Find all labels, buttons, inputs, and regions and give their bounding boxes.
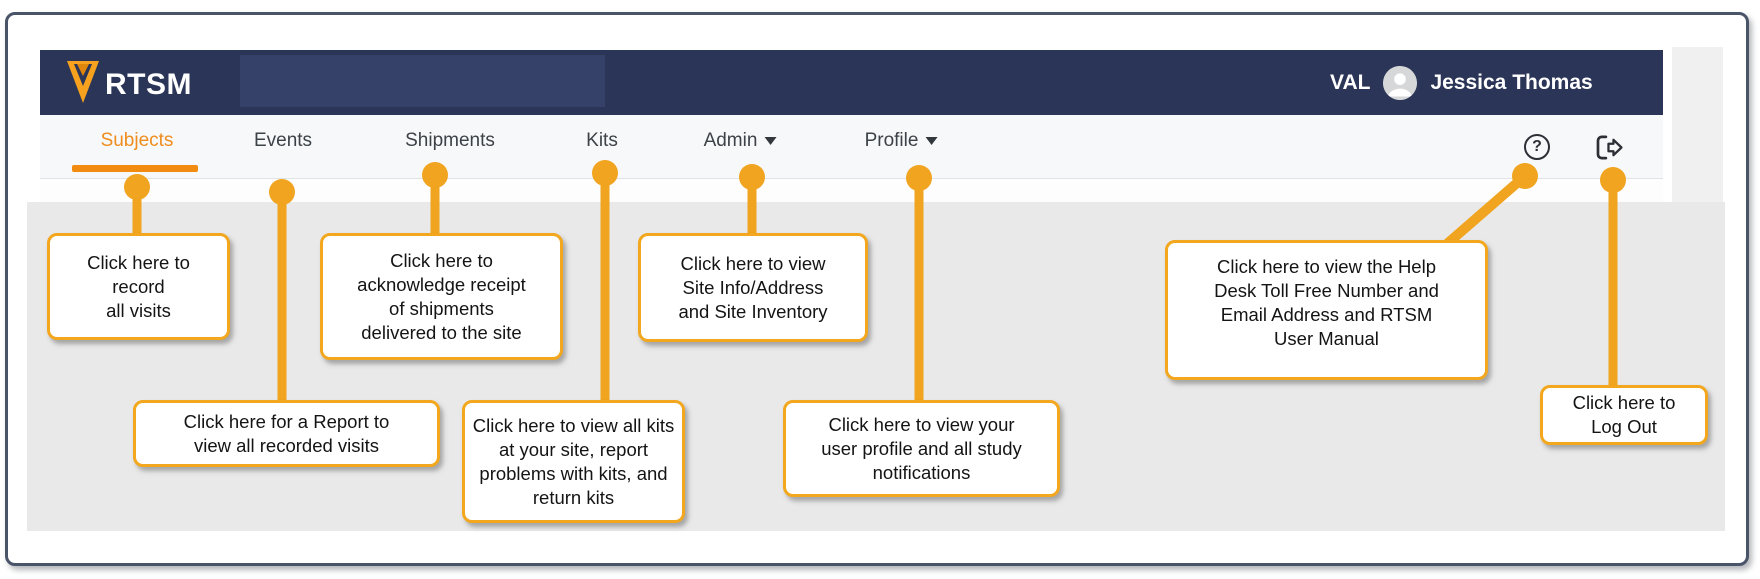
callout-logout-text: Click here to Log Out [1572, 392, 1676, 437]
callout-help-text: Click here to view the Help Desk Toll Fr… [1214, 256, 1439, 349]
callout-shipments: Click here to acknowledge receipt of shi… [320, 233, 563, 360]
logo-v-icon [66, 59, 100, 110]
tab-shipments[interactable]: Shipments [405, 130, 495, 152]
callout-events: Click here for a Report to view all reco… [133, 400, 440, 467]
tab-subjects[interactable]: Subjects [101, 130, 174, 152]
callout-admin-text: Click here to view Site Info/Address and… [678, 252, 828, 322]
callout-profile-text: Click here to view your user profile and… [821, 413, 1022, 483]
callout-profile: Click here to view your user profile and… [783, 400, 1060, 497]
callout-kits-text: Click here to view all kits at your site… [472, 414, 675, 508]
nav-strip [40, 115, 1663, 179]
nav-strip-lower-band [40, 179, 1663, 202]
callout-events-text: Click here for a Report to view all reco… [183, 410, 390, 456]
environment-badge: VAL [1330, 70, 1371, 94]
tab-admin-label: Admin [703, 130, 758, 151]
help-glyph: ? [1532, 138, 1542, 155]
logout-icon[interactable] [1594, 134, 1624, 166]
top-navbar: RTSM VAL Jessica Thomas [40, 50, 1663, 115]
tab-kits[interactable]: Kits [586, 130, 618, 152]
callout-subjects-text: Click here to record all visits [87, 251, 190, 321]
tab-events[interactable]: Events [254, 130, 312, 152]
callout-admin: Click here to view Site Info/Address and… [638, 233, 868, 342]
avatar [1383, 65, 1418, 100]
callout-subjects: Click here to record all visits [47, 233, 230, 340]
chevron-down-icon [764, 137, 777, 145]
chevron-down-icon [925, 137, 938, 145]
tab-shipments-label: Shipments [405, 130, 495, 151]
navbar-light-block [240, 55, 605, 107]
tab-subjects-label: Subjects [100, 130, 174, 151]
tab-profile[interactable]: Profile [865, 130, 938, 152]
user-name: Jessica Thomas [1430, 70, 1593, 94]
logo-text: RTSM [105, 67, 192, 101]
active-tab-underline [72, 165, 198, 172]
app-logo: RTSM [66, 59, 192, 110]
callout-shipments-text: Click here to acknowledge receipt of shi… [357, 249, 526, 343]
user-menu[interactable]: VAL Jessica Thomas [1330, 50, 1593, 115]
tab-profile-label: Profile [864, 130, 919, 151]
help-icon[interactable]: ? [1524, 134, 1550, 160]
tab-kits-label: Kits [586, 130, 618, 151]
callout-help: Click here to view the Help Desk Toll Fr… [1165, 240, 1488, 380]
callout-logout: Click here to Log Out [1540, 385, 1708, 445]
tab-events-label: Events [253, 130, 313, 151]
tab-admin[interactable]: Admin [704, 130, 777, 152]
right-gray-column [1672, 47, 1723, 202]
callout-kits: Click here to view all kits at your site… [462, 400, 685, 523]
